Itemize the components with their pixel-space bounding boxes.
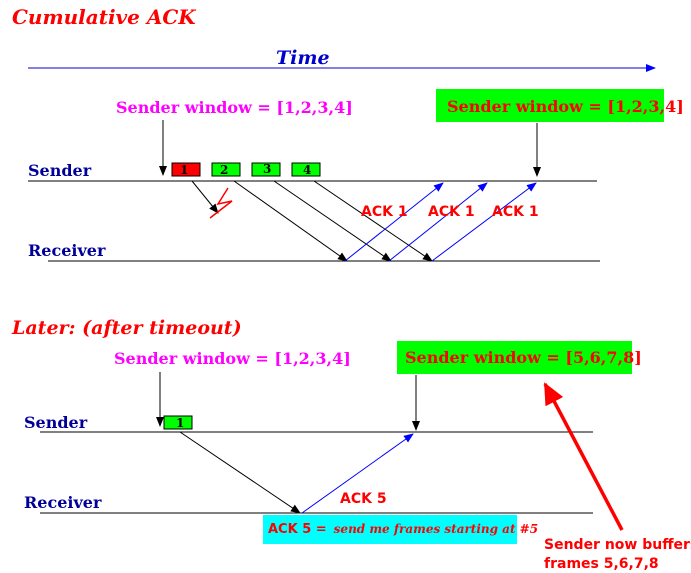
top-sender-window-later: Sender window = [1,2,3,4]	[447, 97, 684, 116]
top-sender-window-box	[436, 89, 664, 122]
bottom-frame-1-arrow	[179, 431, 301, 514]
bottom-receiver-label: Receiver	[24, 493, 102, 512]
ack-1-label-c: ACK 1	[492, 204, 539, 220]
buffer-note-line2: frames 5,6,7,8	[544, 556, 659, 572]
ack-note-box	[263, 515, 517, 544]
buffer-note-line1: Sender now buffers	[544, 537, 691, 553]
ack-5-label: ACK 5	[340, 491, 387, 507]
buffer-note-arrow	[543, 382, 624, 531]
ack-1-label-a: ACK 1	[361, 204, 408, 220]
frame-3-arrow	[273, 180, 392, 262]
ack-1-arrow-a	[344, 182, 444, 262]
top-frame-2: 2	[211, 162, 241, 177]
ack-note-text: send me frames starting at #5	[334, 522, 538, 536]
top-sender-label: Sender	[28, 161, 92, 180]
ack-1-arrow-c	[431, 182, 537, 262]
section-title-later: Later: (after timeout)	[11, 317, 242, 339]
top-frame-4: 4	[291, 162, 321, 177]
bottom-sender-window-new: Sender window = [5,6,7,8]	[405, 348, 642, 367]
ack-note-prefix: ACK 5 =	[268, 522, 327, 537]
ack-1-arrow-b	[388, 182, 488, 262]
top-frame-4-label: 4	[303, 163, 311, 177]
bottom-frame-1: 1	[163, 415, 193, 430]
frame-2-arrow	[233, 180, 348, 262]
top-frame-1: 1	[171, 162, 201, 177]
ack-1-label-b: ACK 1	[428, 204, 475, 220]
top-frame-3: 3	[251, 162, 281, 177]
top-frame-2-label: 2	[220, 163, 228, 177]
bottom-sender-window-initial: Sender window = [1,2,3,4]	[114, 349, 351, 368]
time-label: Time	[276, 47, 330, 69]
bottom-frame-1-label: 1	[176, 416, 184, 430]
ack-5-arrow	[301, 433, 414, 514]
bottom-sender-window-box	[397, 341, 632, 374]
title: Cumulative ACK	[12, 5, 197, 29]
top-frame-1-label: 1	[180, 163, 188, 177]
loss-lightning-icon	[209, 187, 233, 219]
bottom-sender-label: Sender	[24, 413, 88, 432]
top-sender-window-initial: Sender window = [1,2,3,4]	[116, 98, 353, 117]
top-receiver-label: Receiver	[28, 241, 106, 260]
lost-frame-arrow	[191, 180, 219, 214]
top-frame-3-label: 3	[263, 162, 271, 176]
frame-4-arrow	[313, 180, 433, 262]
ack-note: ACK 5 = send me frames starting at #5	[268, 520, 538, 537]
